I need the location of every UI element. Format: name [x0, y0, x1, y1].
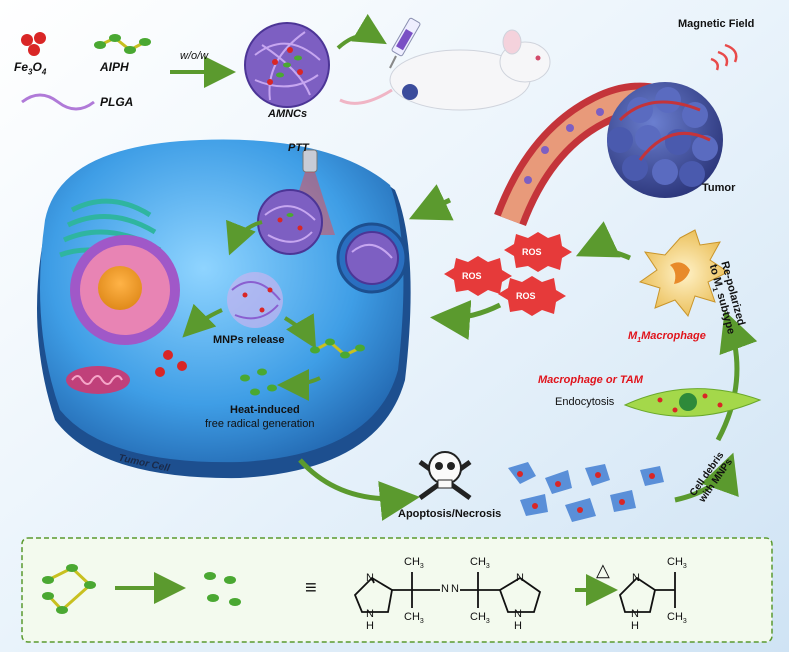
- release-arrow: [226, 219, 263, 256]
- method-label: w/o/w: [180, 50, 209, 62]
- macrophage-tam-label: Macrophage or TAM: [538, 374, 643, 386]
- aiph-release-arrow: [283, 313, 317, 349]
- mouse-illustration: [339, 29, 551, 111]
- tumor-cluster: [607, 82, 723, 198]
- ros-burst-2: [444, 256, 512, 296]
- endocytosis-label: Endocytosis: [555, 396, 615, 408]
- cell-debris: [508, 462, 664, 522]
- aiph-chemical-structure: [353, 572, 676, 613]
- endocytosed-amnc: [336, 222, 408, 294]
- magnetic-field-label: Magnetic Field: [678, 18, 755, 30]
- vessel-nanoparticles: [524, 108, 604, 184]
- tumor-to-cell-arrow: [408, 184, 454, 221]
- repolarization-arrow: [715, 310, 758, 442]
- tumor-label: Tumor: [702, 182, 736, 194]
- amnc-label: AMNCs: [268, 108, 308, 120]
- radical-arrow: [277, 368, 321, 401]
- fe3o4-label: Fe3O4: [14, 60, 47, 77]
- ros-to-cell-arrow: [430, 300, 502, 340]
- ros-label-3: ROS: [516, 291, 536, 301]
- macrophage-ros-arrow: [575, 221, 631, 261]
- syringe-icon: [389, 17, 421, 69]
- ch3-top-product: CH3: [667, 556, 687, 571]
- fe3o4-particles: [21, 32, 46, 56]
- mnps-release-label: MNPs release: [213, 334, 285, 346]
- intracellular-amnc: [257, 189, 323, 255]
- heat-symbol: △: [596, 560, 610, 580]
- heat-induced-label: Heat-induced: [230, 404, 300, 416]
- released-mnps-cluster: [227, 272, 283, 328]
- ptt-label: PTT: [288, 142, 309, 154]
- mitochondrion: [66, 366, 130, 394]
- ros-burst-1: [504, 232, 572, 272]
- radicals-in-cell: [240, 368, 277, 396]
- aiph-molecules: [94, 34, 151, 54]
- ring1-n: N: [366, 572, 374, 584]
- plga-strand: [21, 93, 95, 111]
- aiph-panel-icon: [42, 564, 96, 614]
- aiph-label: AIPH: [100, 60, 129, 74]
- debris-to-macrophage-arrow: [674, 452, 739, 503]
- fe-release-arrow: [182, 303, 223, 338]
- ros-label-2: ROS: [462, 271, 482, 281]
- free-radical-label: free radical generation: [205, 418, 315, 430]
- fe3o4-in-cell: [155, 350, 187, 377]
- ch3-top-right: CH3: [470, 556, 490, 571]
- ch3-bottom-left: CH3: [404, 611, 424, 626]
- amnc-nanocomposite: [244, 22, 330, 108]
- skull-crossbones-icon: [418, 451, 472, 501]
- product-ring-n: N: [632, 572, 640, 584]
- azo-n2: N: [450, 583, 460, 595]
- m1-macrophage: [638, 229, 729, 318]
- aiph-in-cell: [310, 338, 365, 359]
- ch3-bottom-product: CH3: [667, 611, 687, 626]
- cell-nucleus: [70, 235, 180, 345]
- injection-arrow: [336, 13, 387, 50]
- tam-macrophage: [623, 388, 762, 417]
- cell-death-arrow: [298, 458, 420, 521]
- azo-n1: N: [440, 583, 450, 595]
- apoptosis-label: Apoptosis/Necrosis: [398, 508, 502, 520]
- ch3-bottom-right: CH3: [470, 611, 490, 626]
- plga-label: PLGA: [100, 95, 134, 109]
- ch3-top-left: CH3: [404, 556, 424, 571]
- m1-macrophage-label: M1Macrophage: [628, 330, 706, 345]
- ros-label-1: ROS: [522, 247, 542, 257]
- magnetic-field-icon: [710, 43, 738, 71]
- radicals-panel-icon: [204, 572, 241, 606]
- ros-burst-3: [498, 276, 566, 316]
- equivalence-symbol: ≡: [305, 577, 317, 599]
- ring2-n: N: [516, 572, 524, 584]
